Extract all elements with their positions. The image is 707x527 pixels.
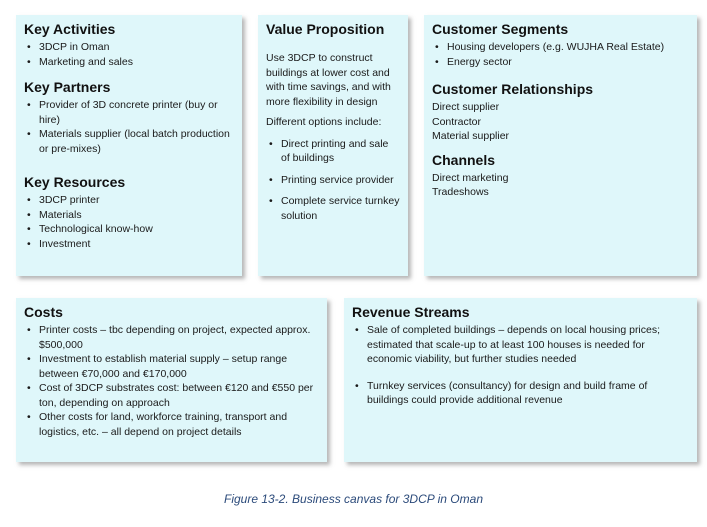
list-item: Energy sector <box>435 55 689 70</box>
list-item: Direct marketing <box>432 171 509 184</box>
list-item: Other costs for land, workforce training… <box>27 410 319 439</box>
key-activities-title: Key Activities <box>24 21 116 37</box>
costs-title: Costs <box>24 304 63 320</box>
list-item: Printing service provider <box>269 173 400 188</box>
value-proposition-title: Value Proposition <box>266 21 385 37</box>
key-activities-box: Key Activities 3DCP in Oman Marketing an… <box>16 15 242 276</box>
list-item: Complete service turnkey solution <box>269 194 400 223</box>
value-proposition-options: Direct printing and sale of buildings Pr… <box>266 137 400 224</box>
value-proposition-box: Value Proposition Use 3DCP to construct … <box>258 15 408 276</box>
list-item: Marketing and sales <box>27 55 234 70</box>
revenue-streams-box: Revenue Streams Sale of completed buildi… <box>344 298 697 462</box>
list-item: Investment to establish material supply … <box>27 352 319 381</box>
channels-list: Direct marketing Tradeshows <box>432 171 689 200</box>
key-partners-list: Provider of 3D concrete printer (buy or … <box>24 98 234 156</box>
key-partners-title: Key Partners <box>24 79 111 95</box>
list-item: Materials <box>27 208 234 223</box>
customer-relationships-list: Direct supplier Contractor Material supp… <box>432 100 689 144</box>
list-item: Housing developers (e.g. WUJHA Real Esta… <box>435 40 689 55</box>
key-resources-list: 3DCP printer Materials Technological kno… <box>24 193 234 251</box>
list-item: Direct supplier <box>432 101 500 113</box>
list-item: Provider of 3D concrete printer (buy or … <box>27 98 234 127</box>
costs-box: Costs Printer costs – tbc depending on p… <box>16 298 327 462</box>
list-item: Direct printing and sale of buildings <box>269 137 400 166</box>
key-activities-list: 3DCP in Oman Marketing and sales <box>24 40 234 69</box>
list-item: Materials supplier (local batch producti… <box>27 127 234 156</box>
channels-title: Channels <box>432 151 496 168</box>
list-item: 3DCP printer <box>27 193 234 208</box>
revenue-streams-list: Sale of completed buildings – depends on… <box>352 323 689 408</box>
value-proposition-intro: Use 3DCP to construct buildings at lower… <box>266 52 391 108</box>
costs-list: Printer costs – tbc depending on project… <box>24 323 319 439</box>
list-item: Cost of 3DCP substrates cost: between €1… <box>27 381 319 410</box>
figure-caption: Figure 13-2. Business canvas for 3DCP in… <box>223 492 483 506</box>
list-item: Technological know-how <box>27 222 234 237</box>
options-label: Different options include: <box>266 116 382 128</box>
list-item: Contractor <box>432 115 482 128</box>
list-item: Sale of completed buildings – depends on… <box>355 323 689 367</box>
customer-segments-box: Customer Segments Housing developers (e.… <box>424 15 697 276</box>
list-item: Turnkey services (consultancy) for desig… <box>355 379 689 408</box>
list-item: Investment <box>27 237 234 252</box>
list-item: Material supplier <box>432 130 510 142</box>
customer-segments-title: Customer Segments <box>432 21 569 37</box>
list-item: Printer costs – tbc depending on project… <box>27 323 319 352</box>
customer-segments-list: Housing developers (e.g. WUJHA Real Esta… <box>432 40 689 69</box>
list-item: Tradeshows <box>432 186 489 198</box>
key-resources-title: Key Resources <box>24 174 126 190</box>
customer-relationships-title: Customer Relationships <box>432 81 594 97</box>
revenue-streams-title: Revenue Streams <box>352 304 470 320</box>
list-item: 3DCP in Oman <box>27 40 234 55</box>
